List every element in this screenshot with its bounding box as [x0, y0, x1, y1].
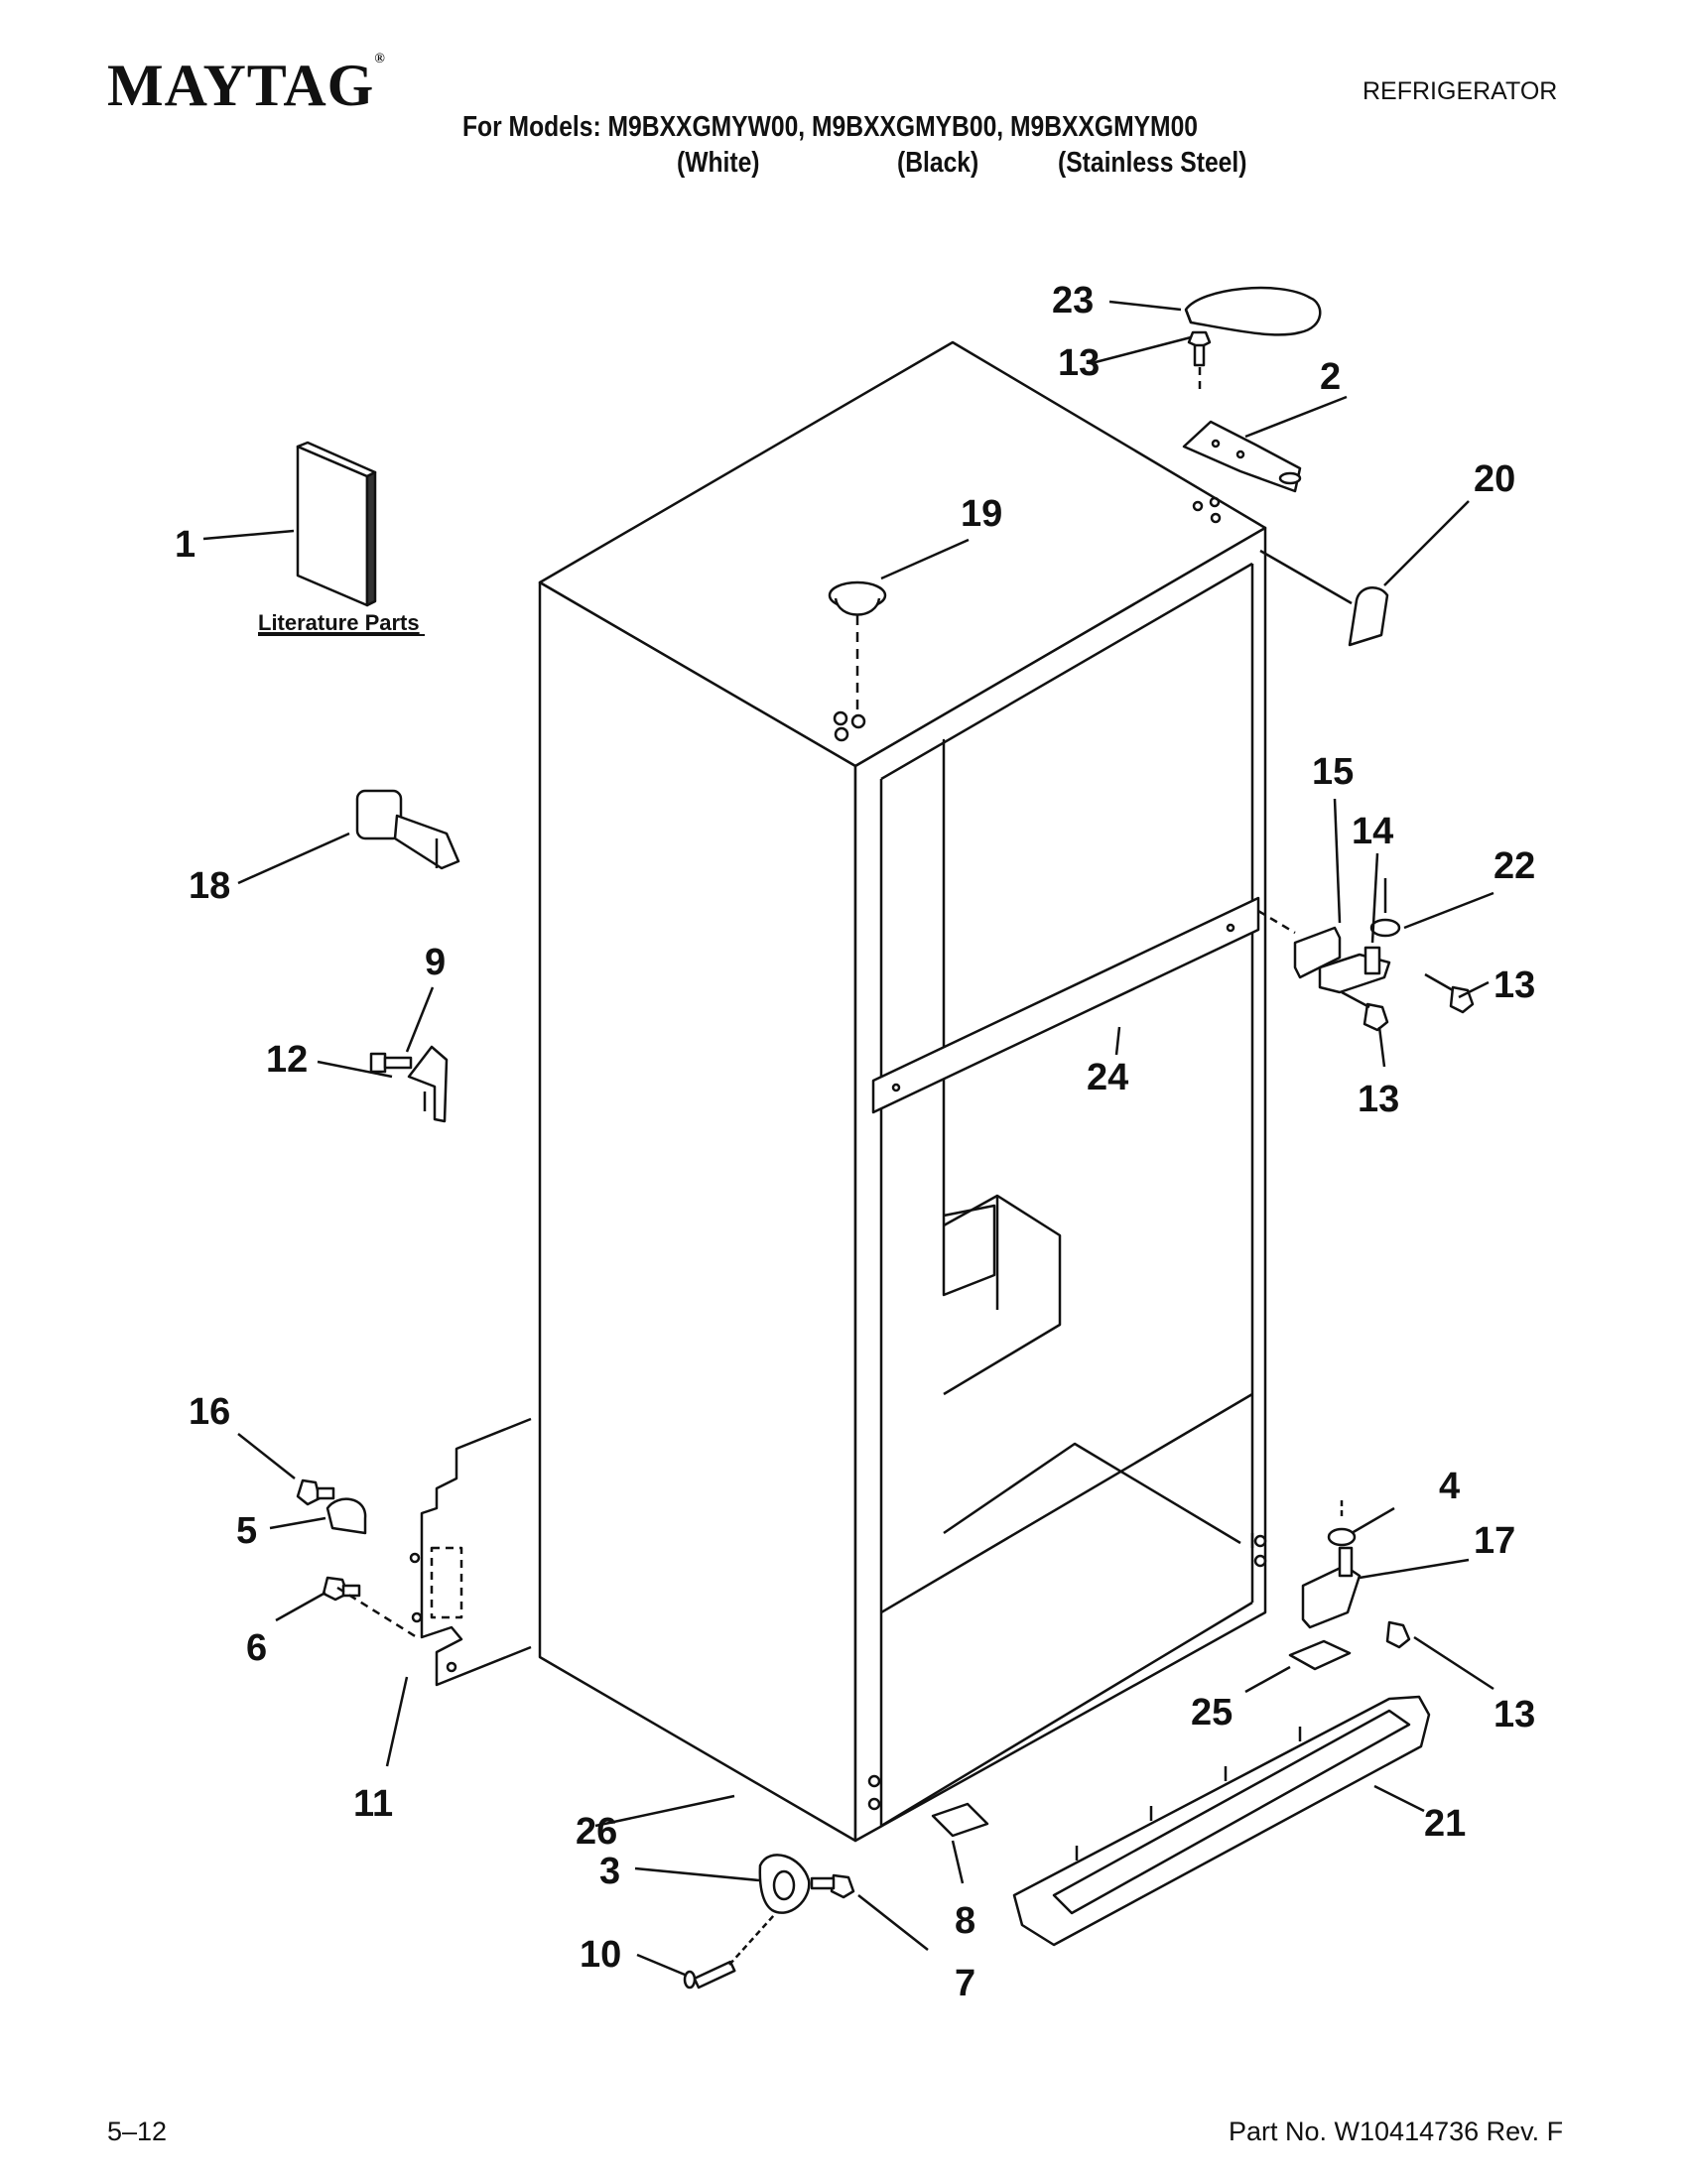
part-18-leveler: [355, 789, 460, 870]
part-20-trim: [1259, 549, 1389, 647]
brand-name: MAYTAG: [107, 53, 375, 118]
callout-3: 3: [599, 1851, 620, 1892]
callout-23: 23: [1052, 280, 1094, 321]
part-8-clip: [931, 1802, 989, 1838]
part-13-top-screw: [1187, 330, 1212, 392]
callout-15: 15: [1312, 751, 1354, 793]
part-24-divider-bar: [871, 896, 1260, 1114]
callout-8: 8: [955, 1900, 975, 1942]
callout-labels: 1 2 3 4 5 6 7 8 9 10 11 12 13 13 13 13 1…: [175, 280, 1535, 2004]
callout-17: 17: [1474, 1520, 1515, 1562]
registered-mark: ®: [374, 52, 386, 66]
part-21-toe-grille: [1012, 1695, 1431, 1947]
callout-7: 7: [955, 1963, 975, 2004]
callout-2: 2: [1320, 356, 1341, 398]
category-label: REFRIGERATOR: [1363, 77, 1558, 105]
callout-21: 21: [1424, 1803, 1466, 1845]
callout-9: 9: [425, 942, 446, 983]
part-25-clip: [1288, 1639, 1352, 1671]
callout-13-top: 13: [1058, 342, 1100, 384]
part-9-12-bracket: [369, 1045, 449, 1123]
literature-parts-label: Literature Parts: [258, 610, 420, 635]
callout-4: 4: [1439, 1466, 1460, 1507]
brand-logo: MAYTAG®: [107, 52, 386, 120]
callout-13-right: 13: [1493, 964, 1535, 1006]
part-5-6-11-16-bracket: [296, 1417, 532, 1687]
variant-white: (White): [677, 147, 760, 179]
callout-6: 6: [246, 1627, 267, 1669]
leader-arrows: [202, 300, 1494, 1977]
models-line: For Models: M9BXXGMYW00, M9BXXGMYB00, M9…: [462, 111, 1199, 143]
callout-10: 10: [580, 1934, 621, 1976]
callout-1: 1: [175, 524, 195, 566]
callout-13-bottom: 13: [1493, 1694, 1535, 1735]
callout-20: 20: [1474, 458, 1515, 500]
callout-12: 12: [266, 1039, 308, 1081]
callout-26: 26: [576, 1811, 617, 1853]
variant-stainless: (Stainless Steel): [1058, 147, 1247, 179]
part-19-plug: [828, 580, 887, 712]
callout-22: 22: [1493, 845, 1535, 887]
callout-24: 24: [1087, 1057, 1128, 1098]
callout-11: 11: [353, 1783, 393, 1825]
part-2-top-hinge: [1182, 420, 1302, 493]
page-number: 5–12: [107, 2117, 168, 2146]
callout-18: 18: [189, 865, 230, 907]
variant-black: (Black): [897, 147, 979, 179]
callout-13-lower-hinge: 13: [1358, 1079, 1399, 1120]
cabinet: [538, 340, 1267, 1843]
part-13-screw-lower: [1385, 1620, 1411, 1649]
part-number: Part No. W10414736 Rev. F: [1229, 2117, 1564, 2146]
callout-25: 25: [1191, 1692, 1233, 1734]
callout-19: 19: [961, 493, 1002, 535]
part-14-15-22-hinge: [1257, 878, 1401, 994]
part-23-hinge-cover: [1184, 286, 1322, 336]
callout-14: 14: [1352, 811, 1393, 852]
part-3-7-10-roller: [683, 1854, 855, 1990]
callout-16: 16: [189, 1391, 230, 1433]
part-4-17-lower-hinge: [1301, 1500, 1362, 1629]
part-1-literature: [296, 441, 377, 607]
callout-5: 5: [236, 1510, 257, 1552]
